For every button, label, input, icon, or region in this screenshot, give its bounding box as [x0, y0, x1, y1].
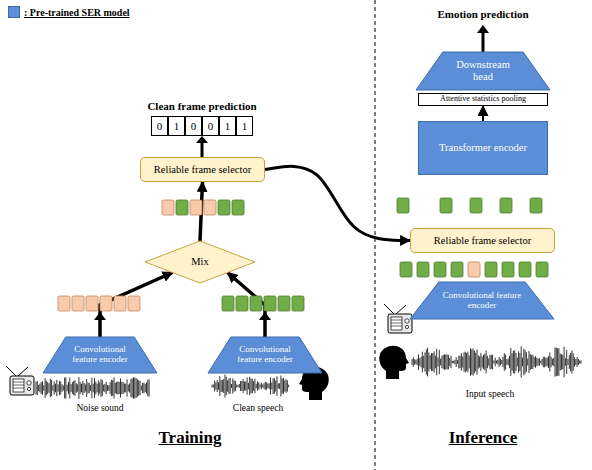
- shape-outline: [410, 282, 554, 319]
- frame-block: [397, 198, 409, 213]
- frame-block: [519, 262, 531, 277]
- head-icon: [379, 346, 409, 379]
- flow-arrow: [265, 166, 410, 240]
- frame-block: [485, 262, 497, 277]
- node-label: Transformer encoder: [439, 142, 527, 154]
- frame-block: [400, 262, 412, 277]
- arrow-head: [477, 25, 489, 33]
- text-label: Noise sound: [76, 403, 123, 414]
- node-label: Downstream head: [445, 59, 521, 82]
- text-label: Clean speech: [233, 403, 283, 414]
- frame-block: [502, 262, 514, 277]
- head-block: Downstream head: [416, 52, 550, 90]
- frame-block: [58, 296, 70, 311]
- node-label: Convolutional feature encoder: [233, 345, 297, 365]
- frame-blocks: [58, 198, 548, 311]
- shape-outline: [208, 337, 322, 373]
- frame-block: [72, 296, 84, 311]
- speech-waveform: [212, 375, 289, 398]
- frame-block: [232, 200, 244, 215]
- frame-block: [500, 198, 512, 213]
- radio-icon: [6, 366, 34, 395]
- node-label: Reliable frame selector: [154, 164, 251, 176]
- shape-outline: [145, 241, 255, 283]
- shape-outline: [43, 337, 157, 373]
- frame-block: [162, 200, 174, 215]
- panel-title: Training: [159, 428, 222, 448]
- frame-block: [86, 296, 98, 311]
- speech-waveform: [412, 346, 581, 377]
- node-label: Reliable frame selector: [434, 235, 531, 247]
- frame-block: [434, 262, 446, 277]
- table-cell: 0: [202, 116, 219, 136]
- frame-block: [530, 198, 542, 213]
- arrow-head: [259, 312, 271, 320]
- mix-diamond: Mix: [145, 241, 255, 283]
- arrow-head: [94, 312, 106, 320]
- frame-block: [440, 198, 452, 213]
- selector-box: Reliable frame selector: [410, 228, 555, 253]
- frame-block: [218, 200, 230, 215]
- frame-block: [222, 296, 234, 311]
- frame-block: [204, 200, 216, 215]
- node-label: Convolutional feature encoder: [441, 291, 523, 311]
- frame-block: [292, 296, 304, 311]
- frame-block: [100, 296, 112, 311]
- frame-block: [536, 262, 548, 277]
- frame-block: [278, 296, 290, 311]
- flow-arrow: [482, 106, 484, 121]
- frame-block: [451, 262, 463, 277]
- pooling-box: Attentive statistics pooling: [418, 93, 548, 106]
- table-cell: 0: [151, 116, 168, 136]
- node-label: Mix: [191, 256, 209, 268]
- text-label: Input speech: [466, 389, 514, 400]
- frame-block: [190, 200, 202, 215]
- table-cell: 1: [219, 116, 236, 136]
- frame-block: [468, 262, 480, 277]
- encoder-block: Convolutional feature encoder: [410, 282, 554, 319]
- frame-block: [128, 296, 140, 311]
- frame-block: [114, 296, 126, 311]
- node-label: Attentive statistics pooling: [440, 95, 526, 104]
- encoder-block: Convolutional feature encoder: [43, 337, 157, 373]
- frame-block: [250, 296, 262, 311]
- table-cell: 1: [168, 116, 185, 136]
- encoder-block: Convolutional feature encoder: [208, 337, 322, 373]
- frame-block: [470, 198, 482, 213]
- frame-block: [176, 200, 188, 215]
- shape-outline: [416, 52, 550, 90]
- drawing-part: [482, 33, 485, 52]
- legend-swatch: [8, 6, 20, 18]
- table-cell: 0: [185, 116, 202, 136]
- noise-waveform: [36, 377, 149, 399]
- radio-icon: [384, 304, 412, 333]
- transformer-block: Transformer encoder: [418, 121, 548, 175]
- frame-block: [236, 296, 248, 311]
- text-label: Clean frame prediction: [147, 100, 256, 113]
- drawing-part: [201, 143, 204, 157]
- node-label: Convolutional feature encoder: [68, 345, 132, 365]
- text-label: Emotion prediction: [437, 8, 528, 21]
- selector-box: Reliable frame selector: [140, 157, 265, 182]
- panel-title: Inference: [449, 428, 518, 448]
- frame-block: [264, 296, 276, 311]
- panel-divider: [375, 0, 376, 470]
- legend-text: : Pre-trained SER model: [24, 7, 130, 18]
- frame-block: [417, 262, 429, 277]
- legend-entry: : Pre-trained SER model: [8, 6, 130, 18]
- arrow-head: [196, 136, 208, 143]
- table-cell: 1: [236, 116, 253, 136]
- flow-arrow: [100, 273, 173, 338]
